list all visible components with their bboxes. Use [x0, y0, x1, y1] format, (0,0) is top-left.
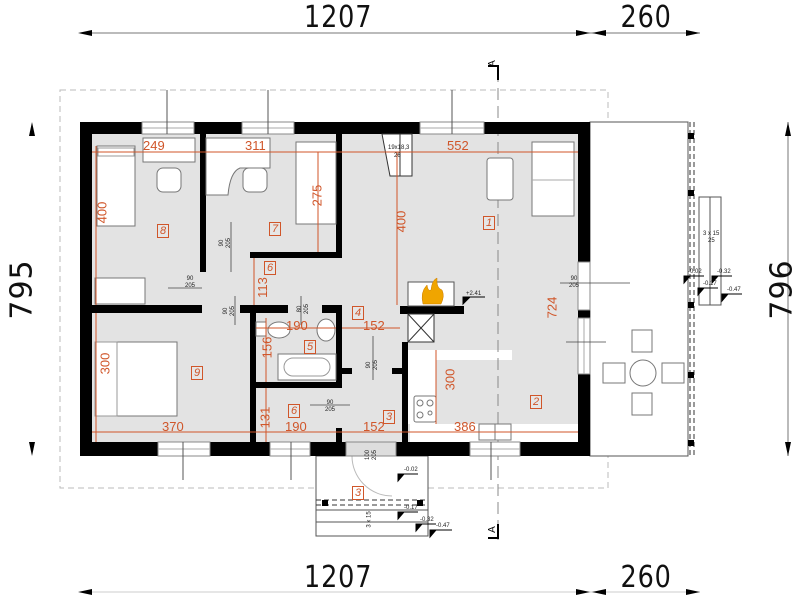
room-number-6-upper[interactable]: 6	[264, 261, 277, 275]
dim-corridor-113: 113	[254, 277, 270, 298]
level-entrance-step1: -0.17	[404, 505, 418, 511]
porch-number-3: 3	[352, 486, 365, 500]
dim-bath-width: 190	[286, 318, 308, 333]
stair-sub-label: 26	[394, 153, 401, 159]
level-entrance-step3: -0.47	[436, 523, 450, 529]
room-number-6-lower[interactable]: 6	[288, 404, 301, 418]
terrace-steps-label: 3 x 15	[703, 231, 720, 237]
dim-room7-width: 311	[245, 138, 266, 153]
entrance-steps-label: 3 x 15	[366, 511, 373, 528]
dim-room1-width: 552	[447, 138, 469, 153]
room-number-9[interactable]: 9	[191, 366, 204, 380]
dim-corridor-131: 131	[257, 406, 273, 429]
dim-kitchen-width: 386	[454, 419, 476, 434]
dim-room8-height: 400	[94, 201, 110, 224]
bottom-terrace-label: 260	[620, 560, 672, 595]
stair-label: 19x18,3	[388, 145, 410, 151]
top-width-label: 1207	[304, 0, 373, 35]
dim-room7-height: 275	[309, 184, 325, 207]
room-number-8[interactable]: 8	[157, 224, 170, 238]
level-terrace-step2: -0.32	[717, 269, 731, 275]
left-height-label: 795	[4, 259, 40, 320]
right-height-label: 796	[764, 259, 799, 320]
room-number-2[interactable]: 2	[530, 395, 543, 409]
dim-corridor-190: 190	[285, 419, 307, 434]
dim-room9-height: 300	[97, 352, 113, 375]
dim-kitchen-724: 724	[544, 296, 560, 319]
dim-bath-height: 156	[259, 336, 275, 359]
dim-entrance-width: 152	[363, 419, 385, 434]
top-terrace-label: 260	[620, 0, 672, 35]
level-fireplace: +2.41	[466, 291, 482, 297]
room-number-7[interactable]: 7	[269, 222, 282, 236]
level-entrance-step2: -0.32	[420, 517, 434, 523]
dim-kitchen-300: 300	[442, 368, 458, 391]
level-terrace-step3: -0.47	[727, 287, 741, 293]
room-number-3[interactable]: 3	[383, 410, 396, 424]
room-number-5[interactable]: 5	[304, 340, 317, 354]
section-marker-bottom: A	[486, 526, 498, 533]
room-number-4[interactable]: 4	[352, 306, 365, 320]
dim-hall-width: 152	[363, 318, 385, 333]
section-marker-top: A	[486, 60, 498, 67]
dim-room9-width: 370	[162, 419, 184, 434]
bottom-width-label: 1207	[304, 560, 373, 595]
level-terrace: -0.02	[688, 269, 702, 275]
room-number-1[interactable]: 1	[483, 216, 496, 230]
terrace-steps-sub: 25	[708, 238, 715, 244]
dim-room1-height: 400	[393, 210, 409, 233]
level-entrance: -0.02	[404, 467, 418, 473]
dim-room8-width: 249	[143, 138, 165, 153]
level-terrace-step1: -0.17	[703, 281, 717, 287]
